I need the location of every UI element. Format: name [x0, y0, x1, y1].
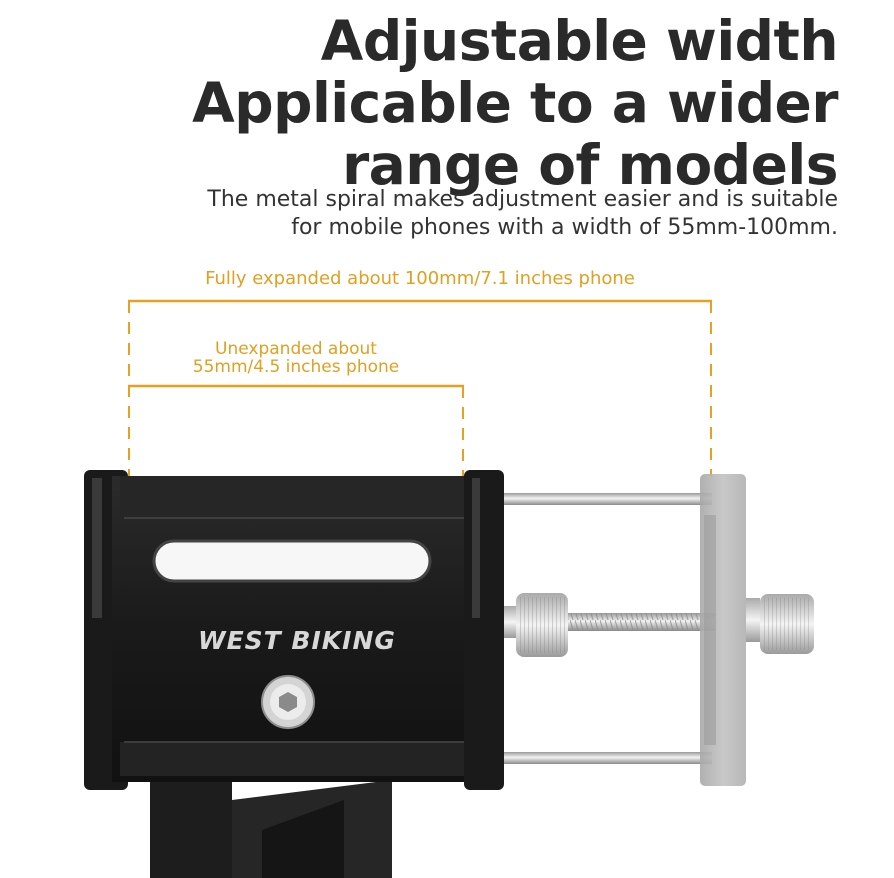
left-clamp-jaw-highlight: [92, 478, 102, 618]
description-line-2: for mobile phones with a width of 55mm-1…: [291, 215, 838, 240]
right-clamp-jaw: [464, 470, 504, 790]
hex-socket-icon: [279, 692, 297, 712]
headline: Adjustable width Applicable to a wider r…: [192, 10, 838, 196]
headline-line-1: Adjustable width: [320, 9, 839, 73]
right-clamp-jaw-highlight: [472, 478, 480, 618]
mount-arm: [150, 778, 232, 878]
description-line-1: The metal spiral makes adjustment easier…: [207, 187, 838, 212]
holder-bottom-rail: [120, 742, 470, 776]
guide-rod-top: [490, 493, 712, 505]
headline-line-2: Applicable to a wider: [192, 71, 838, 135]
mount-arm-cutout: [262, 800, 344, 878]
adjust-screw-thread-pattern: [566, 613, 716, 631]
full-expansion-label: Fully expanded about 100mm/7.1 inches ph…: [205, 268, 635, 289]
holder-top-rail: [120, 476, 470, 518]
holder-body: [112, 476, 478, 782]
headline-line-3: range of models: [342, 133, 838, 197]
guide-rod-bottom: [490, 752, 712, 764]
unexpanded-label-line-1: Unexpanded about: [215, 339, 377, 359]
adjust-knob-left-knurl: [518, 597, 566, 653]
expanded-jaw-ghost-inner: [704, 515, 716, 745]
description: The metal spiral makes adjustment easier…: [207, 186, 838, 242]
adjust-collar: [504, 606, 518, 638]
holder-slot: [152, 539, 432, 583]
adjust-knob-right: [746, 598, 760, 642]
unexpanded-label: Unexpanded about 55mm/4.5 inches phone: [128, 340, 464, 376]
brand-logo: WEST BIKING: [198, 626, 396, 655]
adjust-knob-right-knurl: [762, 598, 812, 650]
unexpanded-label-line-2: 55mm/4.5 inches phone: [192, 357, 400, 377]
